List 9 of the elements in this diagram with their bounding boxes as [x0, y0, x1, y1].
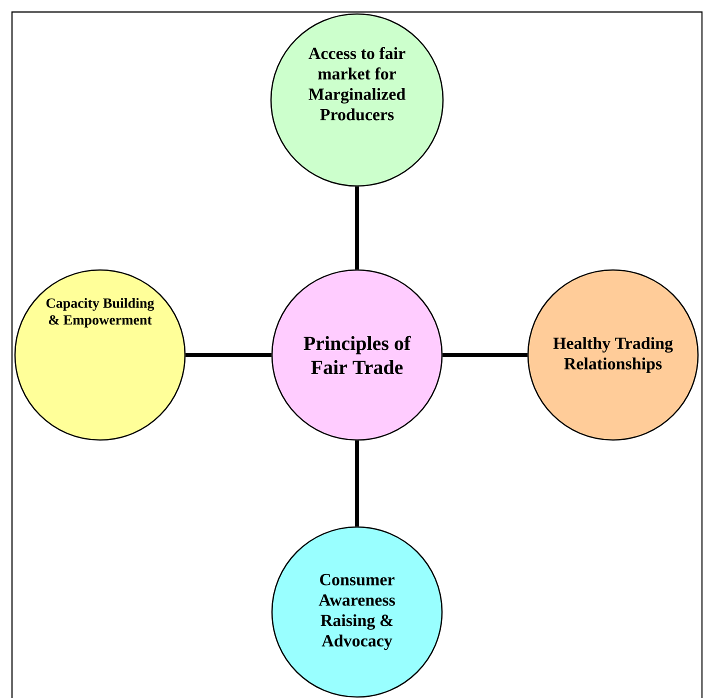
circle-node: Healthy Trading Relationships: [527, 269, 699, 441]
connector-line: [355, 440, 359, 526]
connector-line: [186, 353, 272, 357]
circle-node: Principles of Fair Trade: [271, 269, 443, 441]
connector-line: [442, 353, 528, 357]
circle-node: Consumer Awareness Raising & Advocacy: [271, 526, 443, 698]
connector-line: [355, 186, 359, 270]
circle-node: Capacity Building & Empowerment: [14, 269, 186, 441]
circle-node: Access to fair market for Marginalized Producers: [270, 13, 444, 187]
